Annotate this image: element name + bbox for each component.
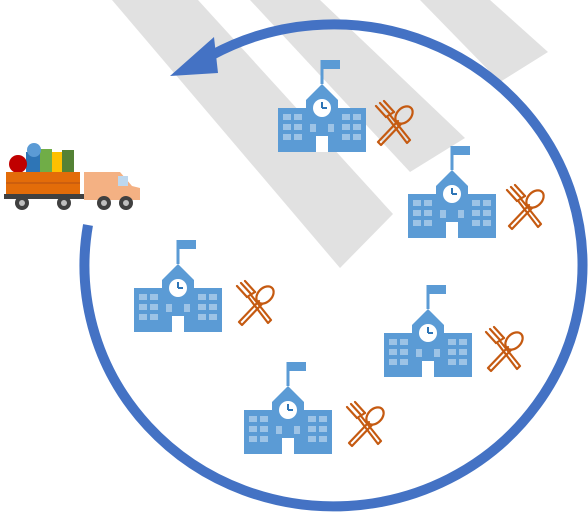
delivery-truck-icon — [4, 143, 140, 210]
school-building-icon — [134, 240, 222, 332]
fork-spoon-icon — [237, 281, 277, 325]
school-building-icon — [384, 285, 472, 377]
fork-spoon-icon — [486, 327, 526, 371]
fork-spoon-icon — [347, 402, 387, 446]
fork-spoon-icon — [507, 185, 547, 229]
school-building-icon — [244, 362, 332, 454]
